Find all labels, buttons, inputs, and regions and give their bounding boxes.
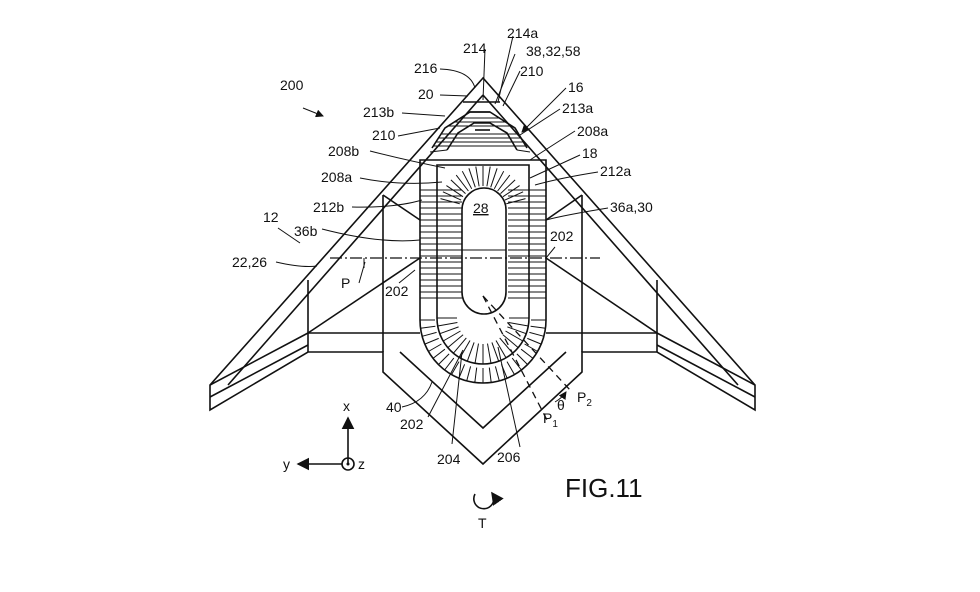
- label-208a-right: 208a: [577, 123, 608, 139]
- axis-label-z: z: [358, 456, 365, 472]
- bay: [419, 159, 547, 384]
- rotation-label-T: T: [478, 515, 487, 531]
- label-206: 206: [497, 449, 521, 465]
- label-36b: 36b: [294, 223, 318, 239]
- label-214: 214: [463, 40, 487, 56]
- label-28: 28: [473, 200, 489, 216]
- reference-labels: 200 12 22,26 P 202 36b 212b 208a 208b 21…: [232, 25, 653, 531]
- label-213b: 213b: [363, 104, 394, 120]
- leader-lines: [275, 35, 609, 448]
- label-20: 20: [418, 86, 434, 102]
- section-line-p2: [482, 295, 571, 391]
- nose-sections: [429, 101, 531, 153]
- label-208a-left: 208a: [321, 169, 352, 185]
- top-radial-fan: [440, 166, 526, 205]
- label-38-32-58: 38,32,58: [526, 43, 581, 59]
- coordinate-axes: [296, 416, 355, 471]
- figure-caption: FIG.11: [565, 473, 643, 503]
- label-theta: θ: [557, 397, 565, 413]
- airframe: [209, 76, 756, 466]
- label-210-left: 210: [372, 127, 396, 143]
- label-P2: P2: [577, 389, 592, 409]
- left-hatch: [420, 189, 462, 299]
- label-216: 216: [414, 60, 438, 76]
- label-212a: 212a: [600, 163, 631, 179]
- label-22-26: 22,26: [232, 254, 267, 270]
- label-16: 16: [568, 79, 584, 95]
- label-36a-30: 36a,30: [610, 199, 653, 215]
- label-200: 200: [280, 77, 304, 93]
- label-P: P: [341, 275, 350, 291]
- label-202-left: 202: [385, 283, 409, 299]
- label-202-bottom: 202: [400, 416, 424, 432]
- axis-label-x: x: [343, 398, 350, 414]
- bottom-radial-fan: [420, 317, 546, 383]
- label-40: 40: [386, 399, 402, 415]
- label-213a: 213a: [562, 100, 593, 116]
- label-208b: 208b: [328, 143, 359, 159]
- section-line-p1: [482, 295, 548, 421]
- label-202-right: 202: [550, 228, 574, 244]
- right-hatch: [508, 189, 546, 299]
- label-204: 204: [437, 451, 461, 467]
- label-12: 12: [263, 209, 279, 225]
- label-214a: 214a: [507, 25, 538, 41]
- label-P1: P1: [543, 410, 558, 430]
- rotation-t-icon: [473, 491, 504, 510]
- theta-arc-arrow: [554, 391, 567, 403]
- label-210-right: 210: [520, 63, 544, 79]
- axis-label-y: y: [283, 456, 290, 472]
- label-18: 18: [582, 145, 598, 161]
- label-212b: 212b: [313, 199, 344, 215]
